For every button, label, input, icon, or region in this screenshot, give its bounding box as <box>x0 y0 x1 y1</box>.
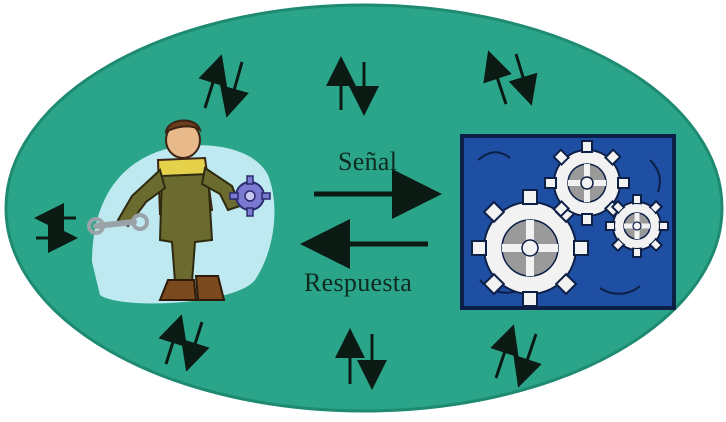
double-arrow-icon <box>483 50 538 106</box>
medium-gear <box>544 140 630 226</box>
small-gear <box>605 194 669 258</box>
large-gear <box>471 189 589 307</box>
small-gear-icon <box>229 175 271 217</box>
exchange-arrows <box>34 50 542 390</box>
signal-label: Señal <box>338 147 398 176</box>
double-arrow-icon <box>490 324 542 388</box>
double-arrow-icon <box>326 56 379 116</box>
double-arrow-icon <box>34 203 78 253</box>
double-arrow-icon <box>198 54 249 118</box>
worker-illustration <box>87 119 271 301</box>
double-arrow-icon <box>158 314 210 372</box>
response-label: Respuesta <box>304 268 413 297</box>
gear-machine-illustration <box>471 140 669 307</box>
double-arrow-icon <box>335 328 387 390</box>
